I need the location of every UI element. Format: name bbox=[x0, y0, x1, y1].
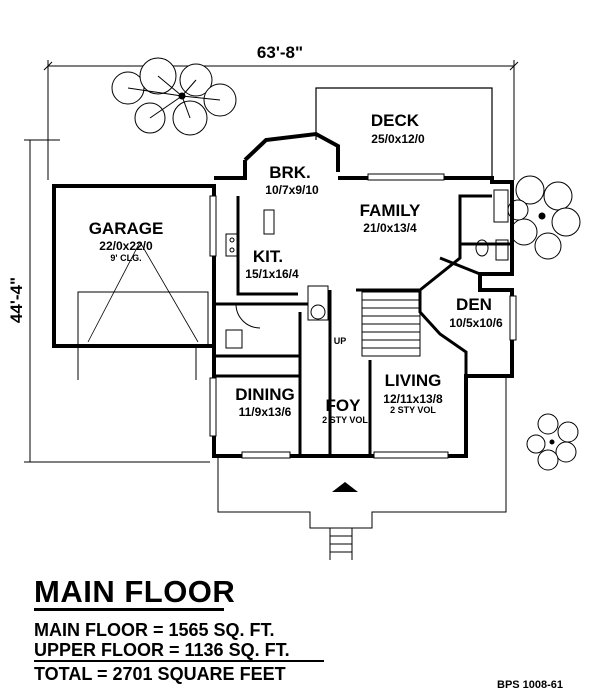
floor-title: MAIN FLOOR bbox=[34, 574, 236, 609]
dining-label: DINING bbox=[235, 385, 295, 404]
breakfast-bay bbox=[243, 131, 340, 172]
total-divider bbox=[34, 660, 324, 662]
dining-size: 11/9x13/6 bbox=[239, 405, 292, 419]
upper-floor-area: UPPER FLOOR = 1136 SQ. FT. bbox=[34, 640, 290, 660]
living-label: LIVING bbox=[385, 371, 442, 390]
brk-label: BRK. bbox=[269, 163, 311, 182]
deck bbox=[315, 87, 493, 178]
living-note: 2 STY VOL bbox=[390, 405, 436, 415]
total-area: TOTAL = 2701 SQUARE FEET bbox=[34, 664, 286, 684]
stairs bbox=[361, 291, 421, 357]
foy-label: FOY bbox=[326, 396, 362, 415]
width-dimension bbox=[43, 60, 519, 180]
title-underline bbox=[34, 608, 224, 611]
deck-label: DECK bbox=[371, 111, 420, 130]
family-size: 21/0x13/4 bbox=[363, 221, 417, 235]
garage-size: 22/0x22/0 bbox=[99, 239, 153, 253]
living-size: 12/11x13/8 bbox=[383, 392, 443, 406]
entry-arrow-icon bbox=[332, 482, 358, 492]
bath-fixtures bbox=[475, 189, 509, 261]
plan-code: BPS 1008-61 bbox=[497, 679, 564, 691]
garage-note: 9' CLG. bbox=[110, 253, 141, 263]
garage-label: GARAGE bbox=[89, 219, 164, 238]
den-size: 10/5x10/6 bbox=[449, 316, 503, 330]
kit-size: 15/1x16/4 bbox=[245, 267, 299, 281]
den-label: DEN bbox=[456, 295, 492, 314]
stair-up-label: UP bbox=[334, 336, 347, 346]
width-dimension-label: 63'-8" bbox=[257, 43, 303, 62]
kitchen-fixtures bbox=[225, 209, 329, 349]
deck-size: 25/0x12/0 bbox=[371, 132, 425, 146]
tree-right-icon bbox=[507, 175, 581, 260]
depth-dimension bbox=[24, 139, 210, 463]
garage bbox=[52, 184, 216, 380]
depth-dimension-label: 44'-4" bbox=[7, 277, 26, 323]
tree-small-icon bbox=[526, 413, 579, 471]
main-floor-area: MAIN FLOOR = 1565 SQ. FT. bbox=[34, 620, 275, 640]
windows bbox=[209, 173, 517, 459]
brk-size: 10/7x9/10 bbox=[265, 183, 319, 197]
kit-label: KIT. bbox=[253, 247, 283, 266]
family-label: FAMILY bbox=[360, 201, 421, 220]
foy-note: 2 STY VOL bbox=[322, 415, 368, 425]
tree-top-icon bbox=[111, 57, 237, 136]
porch bbox=[217, 376, 507, 560]
